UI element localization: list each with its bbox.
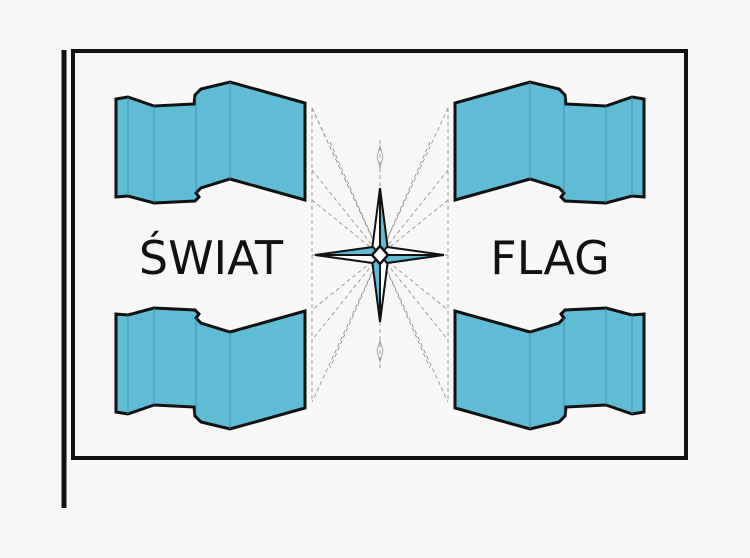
- guide-diamond-icon: [376, 144, 384, 364]
- compass-star-icon: [314, 187, 445, 323]
- logo-word-left: ŚWIAT: [139, 231, 284, 285]
- logo-word-right: FLAG: [490, 231, 609, 285]
